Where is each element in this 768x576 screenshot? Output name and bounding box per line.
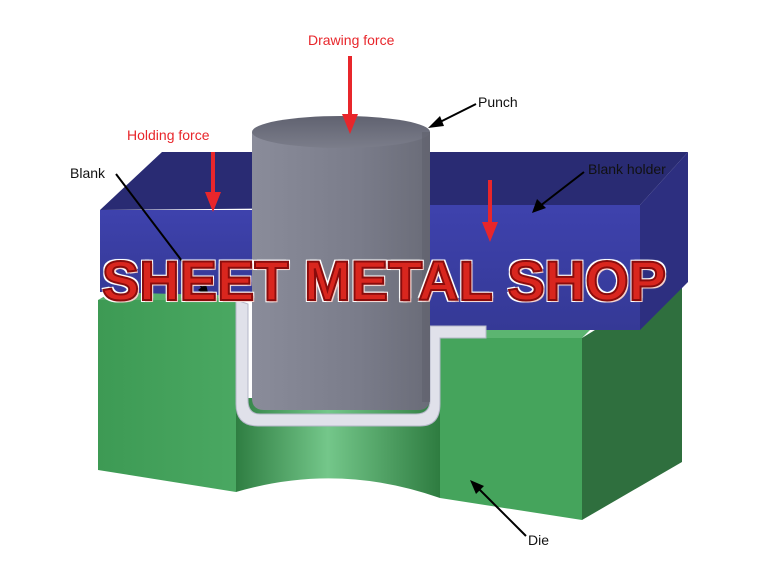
punch-body [252,132,430,410]
holding-force-label: Holding force [127,127,210,143]
punch-leader [428,103,477,128]
die-leader [470,480,527,537]
drawing-force-label: Drawing force [308,32,395,48]
drawing-force-arrow [342,56,358,134]
punch-label: Punch [478,94,518,110]
blank-leader [115,173,209,297]
holding-force-arrow-right [482,180,498,242]
holding-force-arrow-left [205,152,221,212]
punch [252,116,430,410]
blank-sheet [235,299,487,427]
punch-top [252,116,430,148]
punch-shadow-edge [422,132,430,402]
holder-front-right [430,205,640,330]
die-right-front [440,338,582,520]
blank-holder-leader [532,171,585,213]
blank-label: Blank [70,165,106,181]
holder-front-left [100,210,256,296]
die-cavity [236,398,440,498]
die-label: Die [528,532,550,548]
page-title: SHEET METAL SHOP [101,248,667,313]
die-left-front [98,300,236,492]
blank-holder-label: Blank holder [588,161,666,177]
holder-side [640,152,688,330]
die-right-side [582,286,682,520]
